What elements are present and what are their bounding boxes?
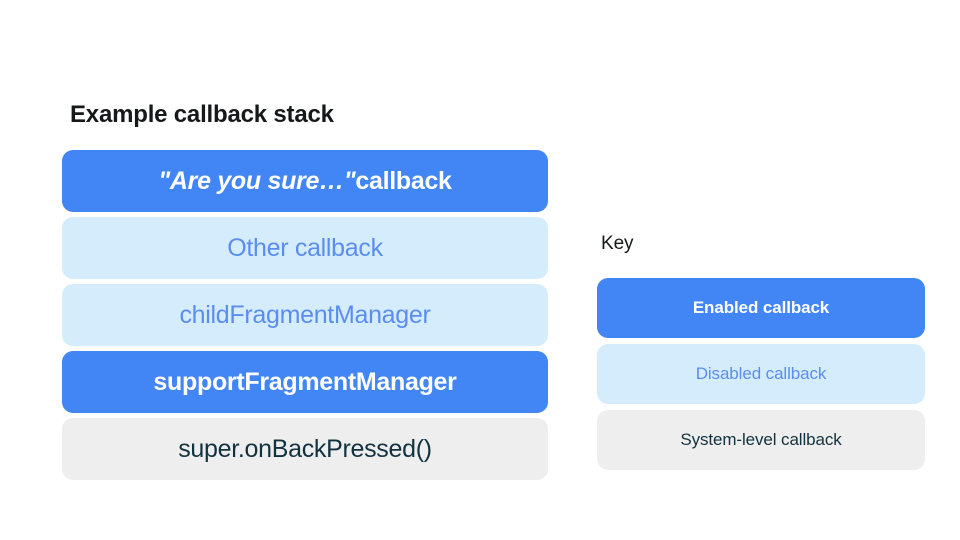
stack-item-are-you-sure-callback[interactable]: "Are you sure…" callback — [62, 150, 548, 212]
stack-item-super-on-back-pressed[interactable]: super.onBackPressed() — [62, 418, 548, 480]
stack-item-child-fragment-manager[interactable]: childFragmentManager — [62, 284, 548, 346]
stack-item-support-fragment-manager[interactable]: supportFragmentManager — [62, 351, 548, 413]
key-legend-list: Enabled callback Disabled callback Syste… — [597, 278, 925, 470]
key-item-enabled-callback: Enabled callback — [597, 278, 925, 338]
key-item-label: System-level callback — [680, 430, 842, 449]
callback-stack-panel: Example callback stack "Are you sure…" c… — [62, 100, 548, 480]
stack-item-label: Other callback — [227, 234, 383, 262]
stack-item-label: childFragmentManager — [179, 301, 431, 329]
stack-item-other-callback[interactable]: Other callback — [62, 217, 548, 279]
stack-item-label-quoted: "Are you sure…" — [158, 167, 356, 195]
key-item-label: Disabled callback — [695, 364, 827, 383]
key-item-label: Enabled callback — [692, 298, 830, 317]
stack-item-label: supportFragmentManager — [153, 368, 457, 396]
callback-stack-list: "Are you sure…" callback Other callback … — [62, 150, 548, 480]
key-legend-panel: Key Enabled callback Disabled callback S… — [597, 232, 925, 470]
page-title: Example callback stack — [70, 101, 334, 128]
key-item-disabled-callback: Disabled callback — [597, 344, 925, 404]
stack-item-label-plain: callback — [355, 167, 452, 195]
key-title: Key — [601, 233, 634, 254]
key-item-system-level-callback: System-level callback — [597, 410, 925, 470]
stack-item-label: super.onBackPressed() — [178, 435, 432, 463]
